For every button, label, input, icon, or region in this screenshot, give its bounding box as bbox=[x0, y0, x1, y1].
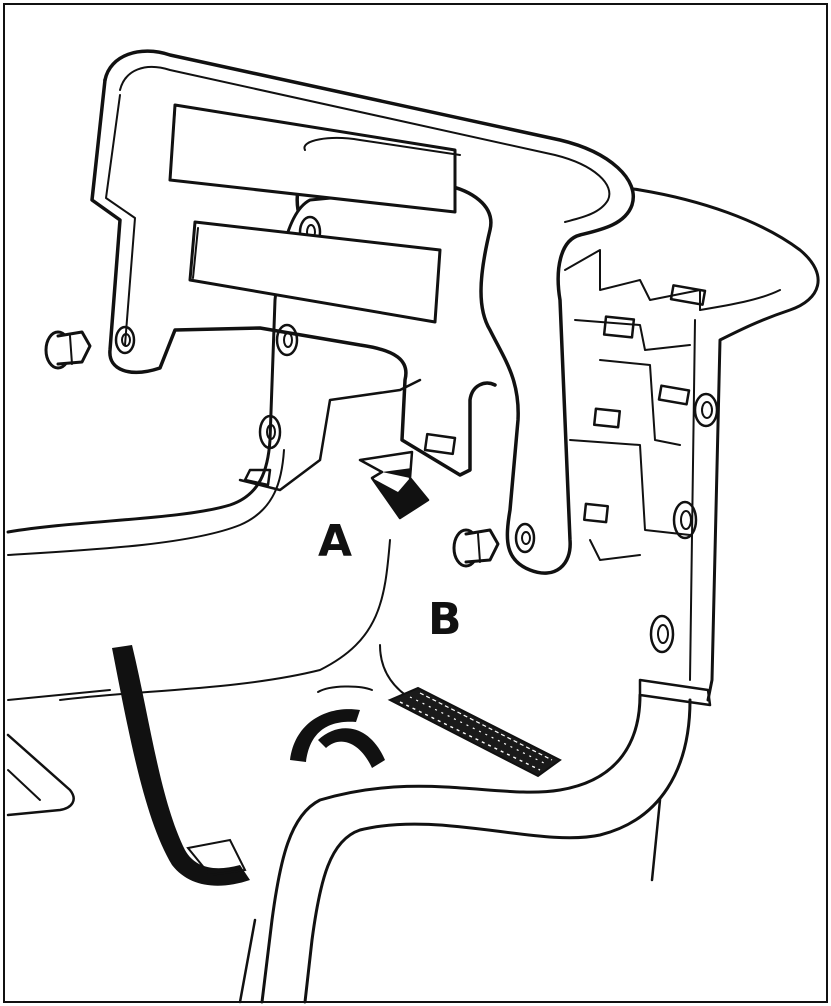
panel-slot-1 bbox=[602, 315, 636, 339]
headrest-opening-lower bbox=[188, 220, 442, 324]
headrest-frame-inner-top bbox=[119, 65, 611, 223]
push-pin-icon bbox=[44, 330, 92, 370]
shell-right-joint bbox=[638, 678, 712, 707]
shell-right-inner bbox=[689, 319, 696, 681]
boss-right-2 bbox=[672, 500, 698, 540]
headrest-hole-left bbox=[114, 325, 136, 355]
back-plate-corner bbox=[243, 468, 272, 487]
boss-right-3 bbox=[649, 614, 675, 654]
panel-ridge-low bbox=[599, 359, 681, 446]
panel-slot-3 bbox=[582, 502, 610, 524]
headrest-tab-slot bbox=[423, 432, 457, 456]
down-arrow-icon bbox=[358, 450, 430, 520]
seat-bowl-outer bbox=[260, 693, 642, 1004]
label-a: A bbox=[318, 516, 352, 567]
headrest-opening-upper-shade bbox=[169, 109, 176, 179]
headrest-frame-outer bbox=[103, 49, 635, 575]
velcro-pad bbox=[387, 686, 562, 778]
shell-right-outer bbox=[638, 188, 820, 702]
boss-left-3 bbox=[258, 414, 282, 450]
panel-ridge-bottom bbox=[569, 439, 691, 536]
shell-right-lower-line bbox=[650, 798, 662, 882]
floor-step-line bbox=[7, 769, 41, 801]
headrest-frame-left-inner bbox=[105, 94, 136, 346]
seat-strap bbox=[112, 645, 385, 886]
headrest-frame-left bbox=[90, 78, 497, 477]
headrest-back-edge bbox=[303, 137, 461, 156]
floor-edge-left bbox=[7, 689, 111, 701]
frame-border bbox=[3, 3, 828, 1003]
seat-left-edge bbox=[6, 438, 272, 534]
headrest-opening-lower-shade bbox=[192, 227, 199, 279]
panel-ridge-mid bbox=[574, 319, 691, 351]
push-pin-icon bbox=[452, 528, 500, 568]
seat-bowl-rim bbox=[303, 698, 692, 1004]
panel-slot-5 bbox=[657, 384, 691, 406]
panel-slot-4 bbox=[669, 284, 707, 306]
boss-right-1 bbox=[693, 392, 719, 428]
floor-step bbox=[6, 733, 75, 817]
seat-front-left bbox=[238, 918, 257, 1004]
boss-left-2 bbox=[275, 323, 299, 357]
headrest-hole-right bbox=[514, 522, 536, 554]
label-b: B bbox=[428, 594, 462, 645]
shell-right-rim bbox=[699, 289, 781, 311]
strap-slot bbox=[317, 685, 373, 693]
panel-ridge-foot bbox=[589, 539, 641, 561]
panel-slot-2 bbox=[592, 407, 622, 429]
seat-left-edge-inner bbox=[7, 449, 285, 556]
